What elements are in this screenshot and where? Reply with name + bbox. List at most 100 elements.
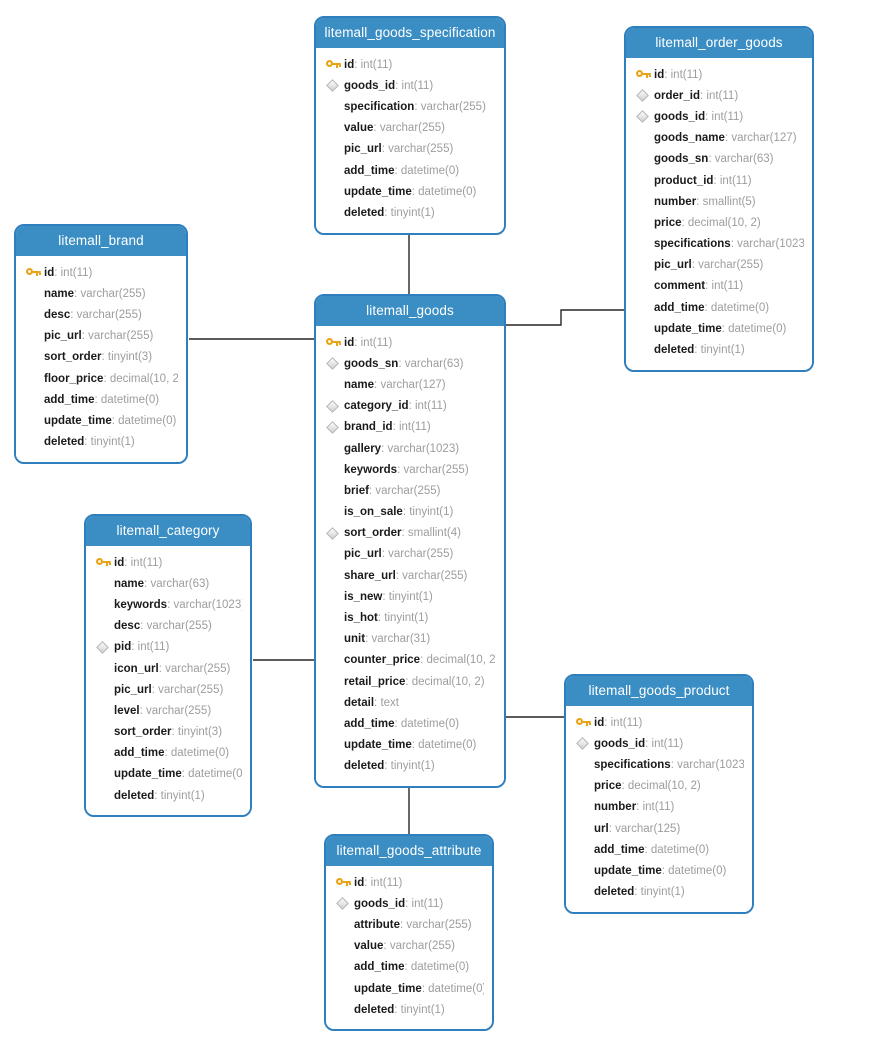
column-row[interactable]: sort_order: tinyint(3) <box>86 722 250 743</box>
column-row[interactable]: desc: varchar(255) <box>16 304 186 325</box>
column-row[interactable]: is_new: tinyint(1) <box>316 586 504 607</box>
column-row[interactable]: deleted: tinyint(1) <box>86 785 250 806</box>
column-row[interactable]: pic_url: varchar(255) <box>86 679 250 700</box>
column-row[interactable]: name: varchar(63) <box>86 573 250 594</box>
column-row[interactable]: brand_id: int(11) <box>316 417 504 438</box>
column-text: deleted: tinyint(1) <box>344 207 435 219</box>
column-row[interactable]: level: varchar(255) <box>86 700 250 721</box>
column-row[interactable]: add_time: datetime(0) <box>626 297 812 318</box>
column-row[interactable]: category_id: int(11) <box>316 396 504 417</box>
column-row[interactable]: id: int(11) <box>566 712 752 733</box>
column-row[interactable]: specifications: varchar(1023) <box>566 754 752 775</box>
column-row[interactable]: update_time: datetime(0) <box>16 410 186 431</box>
column-type: varchar(255) <box>145 704 212 717</box>
column-row[interactable]: attribute: varchar(255) <box>326 914 492 935</box>
column-row[interactable]: desc: varchar(255) <box>86 616 250 637</box>
column-row[interactable]: goods_name: varchar(127) <box>626 128 812 149</box>
column-name: id <box>44 266 55 279</box>
column-type: varchar(255) <box>388 143 454 156</box>
column-text: number: int(11) <box>594 801 674 813</box>
column-row[interactable]: keywords: varchar(1023) <box>86 594 250 615</box>
column-row[interactable]: pic_url: varchar(255) <box>316 544 504 565</box>
column-row[interactable]: price: decimal(10, 2) <box>566 776 752 797</box>
column-row[interactable]: id: int(11) <box>326 872 492 893</box>
column-row[interactable]: sort_order: smallint(4) <box>316 523 504 544</box>
column-separator: : <box>713 174 720 187</box>
column-row[interactable]: goods_id: int(11) <box>566 733 752 754</box>
column-row[interactable]: name: varchar(127) <box>316 374 504 395</box>
column-row[interactable]: pic_url: varchar(255) <box>626 255 812 276</box>
column-row[interactable]: add_time: datetime(0) <box>566 839 752 860</box>
column-row[interactable]: id: int(11) <box>626 64 812 85</box>
column-row[interactable]: number: int(11) <box>566 797 752 818</box>
column-row[interactable]: deleted: tinyint(1) <box>316 202 504 223</box>
column-row[interactable]: id: int(11) <box>316 332 504 353</box>
column-row[interactable]: share_url: varchar(255) <box>316 565 504 586</box>
column-row[interactable]: id: int(11) <box>16 262 186 283</box>
column-row[interactable]: order_id: int(11) <box>626 85 812 106</box>
column-row[interactable]: update_time: datetime(0) <box>626 318 812 339</box>
column-row[interactable]: specification: varchar(255) <box>316 96 504 117</box>
column-name: unit <box>344 633 366 646</box>
column-name: add_time <box>344 164 395 177</box>
column-row[interactable]: product_id: int(11) <box>626 170 812 191</box>
column-row[interactable]: counter_price: decimal(10, 2) <box>316 650 504 671</box>
column-row[interactable]: is_hot: tinyint(1) <box>316 607 504 628</box>
column-row[interactable]: price: decimal(10, 2) <box>626 212 812 233</box>
column-row[interactable]: is_on_sale: tinyint(1) <box>316 502 504 523</box>
column-row[interactable]: deleted: tinyint(1) <box>626 339 812 360</box>
column-row[interactable]: retail_price: decimal(10, 2) <box>316 671 504 692</box>
column-row[interactable]: keywords: varchar(255) <box>316 459 504 480</box>
column-row[interactable]: update_time: datetime(0) <box>566 860 752 881</box>
key-icon <box>25 266 42 280</box>
column-row[interactable]: detail: text <box>316 692 504 713</box>
column-row[interactable]: deleted: tinyint(1) <box>326 999 492 1020</box>
column-row[interactable]: pic_url: varchar(255) <box>316 139 504 160</box>
column-row[interactable]: sort_order: tinyint(3) <box>16 347 186 368</box>
column-row[interactable]: goods_id: int(11) <box>326 893 492 914</box>
column-row[interactable]: add_time: datetime(0) <box>326 957 492 978</box>
column-row[interactable]: number: smallint(5) <box>626 191 812 212</box>
column-text: update_time: datetime(0) <box>44 415 176 427</box>
column-row[interactable]: update_time: datetime(0) <box>316 735 504 756</box>
column-row[interactable]: add_time: datetime(0) <box>16 389 186 410</box>
column-type: int(11) <box>651 737 684 750</box>
column-row[interactable]: update_time: datetime(0) <box>86 764 250 785</box>
column-row[interactable]: goods_sn: varchar(63) <box>626 149 812 170</box>
column-text: id: int(11) <box>44 267 92 279</box>
column-row[interactable]: brief: varchar(255) <box>316 480 504 501</box>
column-row[interactable]: pid: int(11) <box>86 637 250 658</box>
column-row[interactable]: goods_id: int(11) <box>316 75 504 96</box>
column-row[interactable]: name: varchar(255) <box>16 283 186 304</box>
column-row[interactable]: icon_url: varchar(255) <box>86 658 250 679</box>
column-row[interactable]: gallery: varchar(1023) <box>316 438 504 459</box>
column-row[interactable]: value: varchar(255) <box>326 936 492 957</box>
column-row[interactable]: add_time: datetime(0) <box>86 743 250 764</box>
column-row[interactable]: goods_id: int(11) <box>626 106 812 127</box>
column-row[interactable]: deleted: tinyint(1) <box>566 882 752 903</box>
column-row[interactable]: pic_url: varchar(255) <box>16 326 186 347</box>
column-row[interactable]: floor_price: decimal(10, 2) <box>16 368 186 389</box>
column-row[interactable]: value: varchar(255) <box>316 118 504 139</box>
column-row[interactable]: id: int(11) <box>316 54 504 75</box>
column-row[interactable]: id: int(11) <box>86 552 250 573</box>
column-row[interactable]: goods_sn: varchar(63) <box>316 353 504 374</box>
column-row[interactable]: deleted: tinyint(1) <box>16 432 186 453</box>
column-row[interactable]: update_time: datetime(0) <box>316 181 504 202</box>
column-row[interactable]: unit: varchar(31) <box>316 629 504 650</box>
column-row[interactable]: url: varchar(125) <box>566 818 752 839</box>
column-separator: : <box>705 110 712 123</box>
column-row[interactable]: deleted: tinyint(1) <box>316 756 504 777</box>
column-row[interactable]: comment: int(11) <box>626 276 812 297</box>
column-row[interactable]: specifications: varchar(1023) <box>626 234 812 255</box>
column-row[interactable]: add_time: datetime(0) <box>316 713 504 734</box>
column-row[interactable]: add_time: datetime(0) <box>316 160 504 181</box>
column-row[interactable]: update_time: datetime(0) <box>326 978 492 999</box>
